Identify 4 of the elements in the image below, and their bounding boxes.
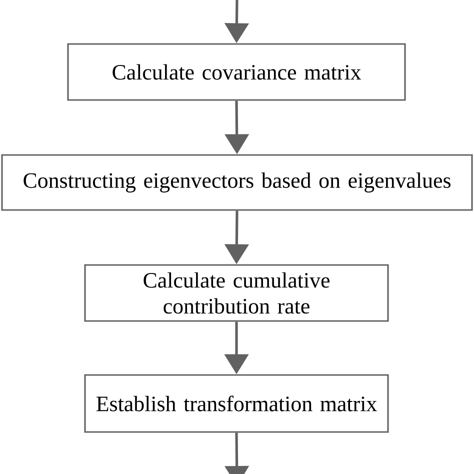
process-box: Establish transformation matrix — [84, 374, 389, 433]
process-box: Constructing eigenvectors based on eigenvalues — [1, 154, 473, 211]
process-box: Calculate covariance matrix — [67, 43, 406, 101]
process-box: Calculate cumulative contribution rate — [84, 264, 389, 322]
